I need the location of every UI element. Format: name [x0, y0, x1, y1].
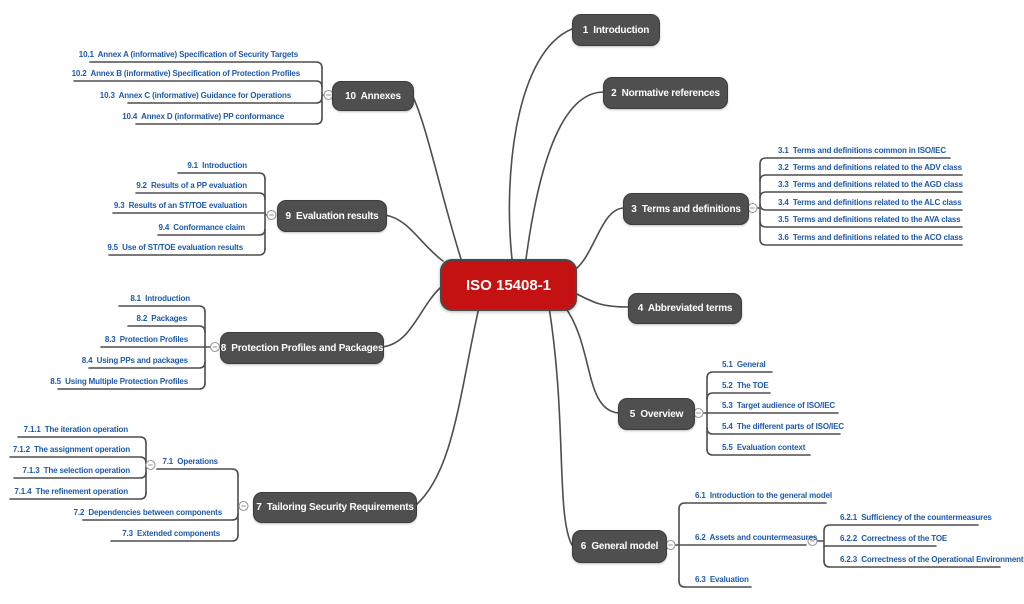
subline-7-1 [156, 468, 239, 476]
subline-6-2-3 [823, 560, 1001, 568]
subtopic-8-1[interactable]: 8.1 Introduction [130, 294, 190, 303]
branch-curve-5 [564, 306, 619, 414]
subtopic-9-5[interactable]: 9.5 Use of ST/TOE evaluation results [107, 243, 243, 252]
subtopic-10-2[interactable]: 10.2 Annex B (informative) Specification… [71, 69, 301, 78]
subtopic-7-1[interactable]: 7.1 Operations [162, 457, 218, 466]
subtopic-5-5[interactable]: 5.5 Evaluation context [722, 443, 806, 452]
subtopic-7-3[interactable]: 7.3 Extended components [122, 529, 220, 538]
branch-curve-3 [572, 207, 624, 272]
subtopic-6-1[interactable]: 6.1 Introduction to the general model [695, 491, 832, 500]
branch-curve-9 [384, 214, 444, 262]
subtopic-8-3[interactable]: 8.3 Protection Profiles [104, 335, 188, 344]
topic-7-tailoring-security-requirements[interactable]: 7 Tailoring Security Requirements [253, 492, 417, 523]
subtopic-5-1[interactable]: 5.1 General [722, 360, 766, 369]
spine-3 [756, 163, 761, 240]
subtopic-6-2[interactable]: 6.2 Assets and countermeasures [695, 533, 818, 542]
subtopic-9-2[interactable]: 9.2 Results of a PP evaluation [136, 181, 247, 190]
subtopic-7-1-2[interactable]: 7.1.2 The assignment operation [12, 445, 130, 454]
topic-10-annexes[interactable]: 10 Annexes [332, 81, 414, 111]
subtopic-9-4[interactable]: 9.4 Conformance claim [158, 223, 245, 232]
subtopic-8-5[interactable]: 8.5 Using Multiple Protection Profiles [50, 377, 188, 386]
subline-10-1 [89, 61, 323, 69]
collapse-button-3[interactable] [747, 202, 758, 214]
subline-8-2 [127, 325, 206, 333]
subline-5-1 [706, 371, 773, 379]
spine-8 [204, 311, 211, 384]
topic-9-evaluation-results[interactable]: 9 Evaluation results [277, 200, 387, 232]
subline-5-5 [706, 448, 811, 456]
topic-1-introduction[interactable]: 1 Introduction [572, 14, 660, 46]
subtopic-10-4[interactable]: 10.4 Annex D (informative) PP conformanc… [122, 112, 284, 121]
collapse-button-7[interactable] [238, 500, 249, 512]
subline-8-1 [118, 305, 206, 313]
subline-9-2 [135, 192, 266, 200]
collapse-button-6-2[interactable] [807, 535, 818, 547]
subtopic-3-3[interactable]: 3.3 Terms and definitions related to the… [778, 180, 963, 189]
branch-curve-8 [381, 287, 441, 348]
subtopic-3-4[interactable]: 3.4 Terms and definitions related to the… [778, 198, 962, 207]
subline-7-1-1 [17, 436, 147, 444]
collapse-button-8[interactable] [209, 341, 221, 353]
central-topic[interactable]: ISO 15408-1 [440, 259, 577, 311]
subline-9-5 [108, 248, 266, 256]
subline-10-2 [73, 80, 323, 88]
collapse-button-9[interactable] [266, 209, 277, 221]
subtopic-6-2-2[interactable]: 6.2.2 Correctness of the TOE [840, 534, 948, 543]
subtopic-3-1[interactable]: 3.1 Terms and definitions common in ISO/… [778, 146, 946, 155]
subtopic-5-2[interactable]: 5.2 The TOE [722, 381, 769, 390]
subtopic-10-1[interactable]: 10.1 Annex A (informative) Specification… [78, 50, 298, 59]
branch-curve-1 [508, 28, 573, 260]
topic-5-overview[interactable]: 5 Overview [618, 398, 695, 430]
branch-curve-6 [548, 306, 573, 546]
subtopic-6-2-1[interactable]: 6.2.1 Sufficiency of the countermeasures [840, 513, 992, 522]
subtopic-10-3[interactable]: 10.3 Annex C (informative) Guidance for … [99, 91, 291, 100]
subline-6-3 [678, 580, 752, 588]
subline-7-1-2 [9, 456, 147, 464]
spine-6-2 [816, 530, 825, 562]
branch-curve-10 [411, 94, 462, 260]
subtopic-7-1-4[interactable]: 7.1.4 The refinement operation [14, 487, 128, 496]
spine-10 [321, 67, 325, 119]
subtopic-3-6[interactable]: 3.6 Terms and definitions related to the… [778, 233, 963, 242]
topic-2-normative-references[interactable]: 2 Normative references [603, 77, 728, 109]
subtopic-7-1-3[interactable]: 7.1.3 The selection operation [22, 466, 130, 475]
spine-6 [674, 508, 680, 582]
subtopic-5-3[interactable]: 5.3 Target audience of ISO/IEC [722, 401, 836, 410]
branch-curve-7 [414, 306, 480, 507]
subline-6-1 [678, 502, 827, 510]
subtopic-3-5[interactable]: 3.5 Terms and definitions related to the… [778, 215, 961, 224]
subline-10-4 [135, 117, 323, 125]
subtopic-8-4[interactable]: 8.4 Using PPs and packages [81, 356, 188, 365]
subline-6-2-1 [823, 524, 979, 532]
branch-curve-4 [572, 291, 629, 308]
subtopic-5-4[interactable]: 5.4 The different parts of ISO/IEC [722, 422, 844, 431]
subline-8-5 [57, 382, 206, 390]
subtopic-6-2-3[interactable]: 6.2.3 Correctness of the Operational Env… [840, 555, 1024, 564]
subtopic-7-2[interactable]: 7.2 Dependencies between components [73, 508, 223, 517]
subtopic-3-2[interactable]: 3.2 Terms and definitions related to the… [778, 163, 962, 172]
subline-3-6 [759, 238, 963, 246]
topic-4-abbreviated-terms[interactable]: 4 Abbreviated terms [628, 293, 742, 324]
subtopic-7-1-1[interactable]: 7.1.1 The iteration operation [23, 425, 129, 434]
subtopic-8-2[interactable]: 8.2 Packages [136, 314, 187, 323]
subline-3-1 [759, 157, 951, 165]
subline-7-3 [110, 534, 239, 542]
subtopic-9-1[interactable]: 9.1 Introduction [187, 161, 247, 170]
topic-6-general-model[interactable]: 6 General model [572, 530, 667, 563]
topic-8-protection-profiles-and-packages[interactable]: 8 Protection Profiles and Packages [220, 332, 384, 364]
subtopic-9-3[interactable]: 9.3 Results of an ST/TOE evaluation [113, 201, 247, 210]
subline-5-2 [706, 392, 771, 400]
collapse-button-5[interactable] [693, 407, 704, 419]
collapse-button-6[interactable] [665, 539, 676, 551]
spine-5 [702, 377, 708, 450]
subline-9-1 [177, 172, 266, 180]
topic-3-terms-and-definitions[interactable]: 3 Terms and definitions [623, 193, 749, 225]
subline-7-1-4 [9, 492, 147, 500]
branch-curve-2 [525, 91, 604, 260]
collapse-button-7-1[interactable] [145, 459, 156, 471]
subtopic-6-3[interactable]: 6.3 Evaluation [695, 575, 749, 584]
